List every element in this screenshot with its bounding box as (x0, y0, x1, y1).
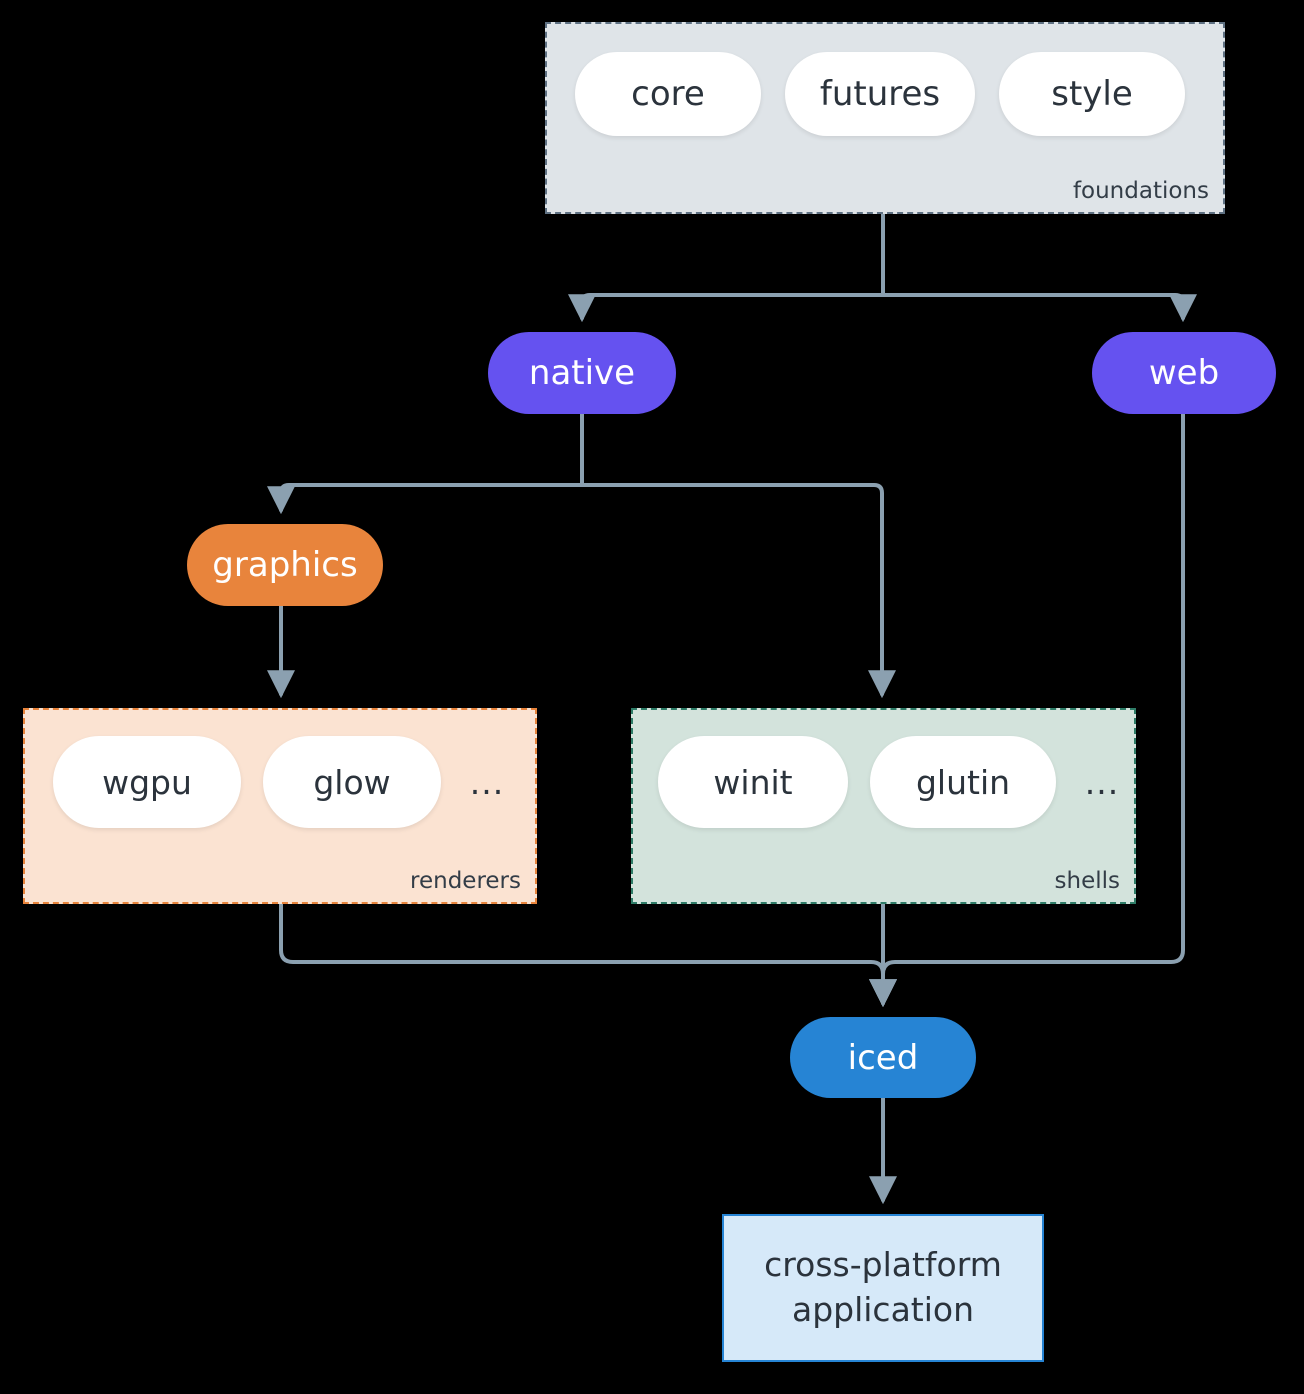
renderers-ellipsis: ... (469, 762, 505, 802)
application-line-2: application (791, 1290, 975, 1329)
group-shells: winit glutin ... shells (631, 708, 1136, 904)
edge-native-graphics (267, 412, 584, 515)
group-renderers: wgpu glow ... renderers (23, 708, 537, 904)
application-line-1: cross-platform (764, 1245, 1002, 1285)
edge-foundations-native (568, 212, 885, 323)
shells-ellipsis: ... (1084, 762, 1120, 802)
shells-chip-row: winit glutin ... (658, 736, 1126, 828)
chip-glow[interactable]: glow (263, 736, 441, 828)
chip-futures[interactable]: futures (785, 52, 975, 136)
node-cross-platform-application[interactable]: cross-platform application (722, 1214, 1044, 1362)
foundations-chip-row: core futures style (575, 52, 1185, 136)
group-label-shells: shells (1054, 867, 1120, 894)
group-label-foundations: foundations (1072, 177, 1209, 204)
chip-style[interactable]: style (999, 52, 1185, 136)
node-iced[interactable]: iced (790, 1017, 976, 1098)
edge-renderers-iced (279, 902, 897, 1008)
chip-wgpu[interactable]: wgpu (53, 736, 241, 828)
edge-foundations-web (881, 212, 1197, 323)
node-graphics[interactable]: graphics (187, 524, 383, 606)
chip-winit[interactable]: winit (658, 736, 848, 828)
node-native[interactable]: native (488, 332, 676, 414)
chip-core[interactable]: core (575, 52, 761, 136)
group-label-renderers: renderers (410, 867, 521, 894)
group-foundations: core futures style foundations (545, 22, 1225, 214)
chip-glutin[interactable]: glutin (870, 736, 1056, 828)
edge-native-shells (580, 412, 896, 699)
renderers-chip-row: wgpu glow ... (53, 736, 511, 828)
node-web[interactable]: web (1092, 332, 1276, 414)
